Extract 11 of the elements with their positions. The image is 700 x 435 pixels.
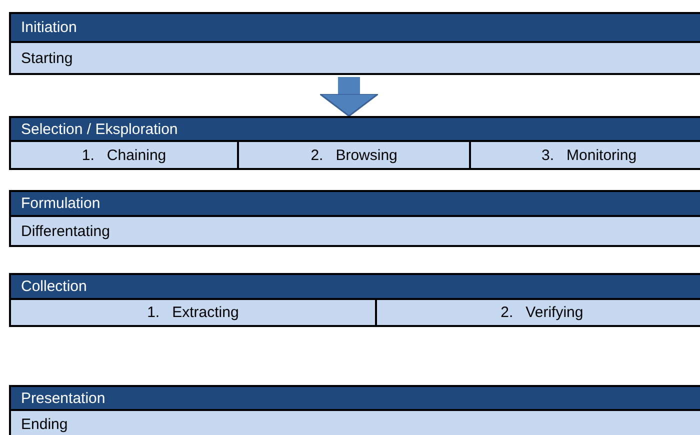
stage-panel [9, 116, 700, 170]
stage-heading: Presentation [11, 387, 700, 411]
stage-panel [9, 385, 700, 435]
stage-heading: Initiation [11, 14, 700, 43]
stage-panel [9, 12, 700, 75]
stage-panel [9, 273, 700, 327]
block-arrow [319, 77, 379, 117]
stage-heading: Selection / Eksploration [11, 118, 700, 142]
stage-heading: Collection [11, 275, 700, 300]
stage-panel [9, 190, 700, 247]
stage-heading: Formulation [11, 192, 700, 217]
